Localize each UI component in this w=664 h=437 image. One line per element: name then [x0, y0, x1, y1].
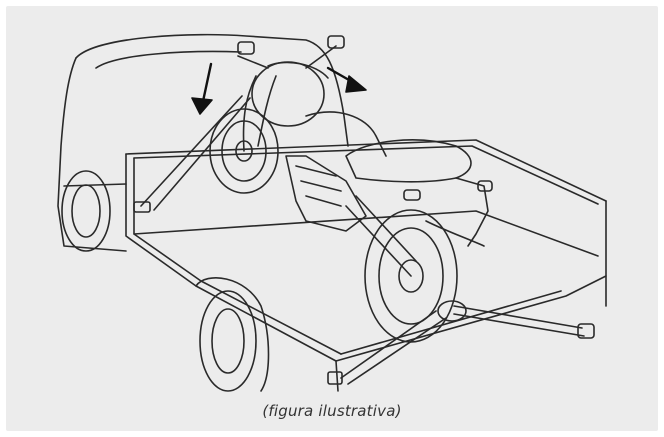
truck-bed	[125, 139, 607, 392]
truck-cab	[57, 33, 349, 252]
figure-caption: (figura ilustrativa)	[262, 402, 402, 420]
truck-front-wheel	[61, 170, 111, 252]
truck-rear-wheel	[195, 277, 270, 392]
motorcycle	[209, 35, 493, 343]
figure-frame: (figura ilustrativa)	[6, 6, 658, 431]
direction-arrows	[191, 62, 367, 115]
tie-down-straps	[133, 95, 595, 385]
motorcycle-on-truck-bed-icon	[57, 33, 607, 392]
